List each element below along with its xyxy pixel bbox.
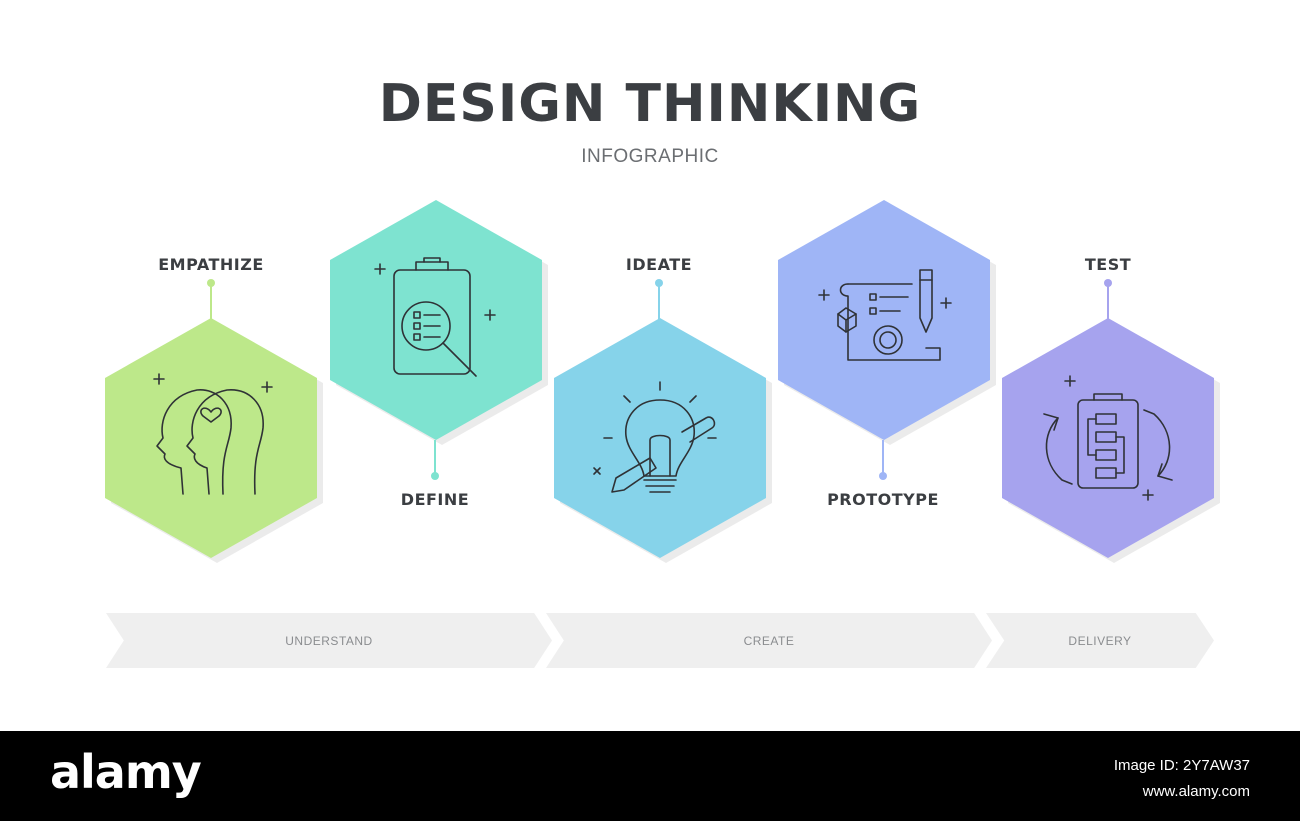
connector-line (658, 286, 660, 322)
connector-dot (1104, 279, 1112, 287)
blueprint-gear-pencil-icon (818, 269, 952, 361)
connector-dot (655, 279, 663, 287)
heads-heart-icon (153, 373, 273, 495)
connector-dot (879, 472, 887, 480)
stage-label-empathize: EMPATHIZE (158, 255, 264, 274)
lightbulb-pencil-icon (593, 381, 717, 493)
connector-line (210, 286, 212, 322)
image-info: Image ID: 2Y7AW37 www.alamy.com (1114, 753, 1250, 805)
page-title: DESIGN THINKING (378, 74, 922, 134)
connector-line (882, 440, 884, 474)
hex-define (330, 200, 542, 440)
connector-dot (207, 279, 215, 287)
brand-logo: alamy (50, 745, 202, 799)
image-id: Image ID: 2Y7AW37 (1113, 757, 1250, 774)
footer-bar: alamy Image ID: 2Y7AW37 www.alamy.com (0, 731, 1300, 821)
clipboard-cycle-icon (1043, 375, 1173, 501)
stage-label-define: DEFINE (400, 490, 470, 509)
page-subtitle: INFOGRAPHIC (581, 146, 719, 167)
phase-chevron-delivery: DELIVERY (986, 613, 1214, 668)
stage-label-ideate: IDEATE (625, 255, 693, 274)
clipboard-magnifier-icon (374, 257, 496, 377)
stage-label-prototype: PROTOTYPE (827, 490, 939, 509)
connector-line (434, 440, 436, 474)
site-url: www.alamy.com (1142, 783, 1250, 800)
connector-line (1107, 286, 1109, 322)
stage-label-test: TEST (1084, 255, 1132, 274)
connector-dot (431, 472, 439, 480)
phase-label-understand: UNDERSTAND (285, 633, 373, 648)
phase-chevron-understand: UNDERSTAND (106, 613, 552, 668)
hex-test (1002, 318, 1214, 558)
phase-label-create: CREATE (743, 633, 795, 648)
phase-chevron-create: CREATE (546, 613, 992, 668)
phase-label-delivery: DELIVERY (1068, 633, 1132, 648)
